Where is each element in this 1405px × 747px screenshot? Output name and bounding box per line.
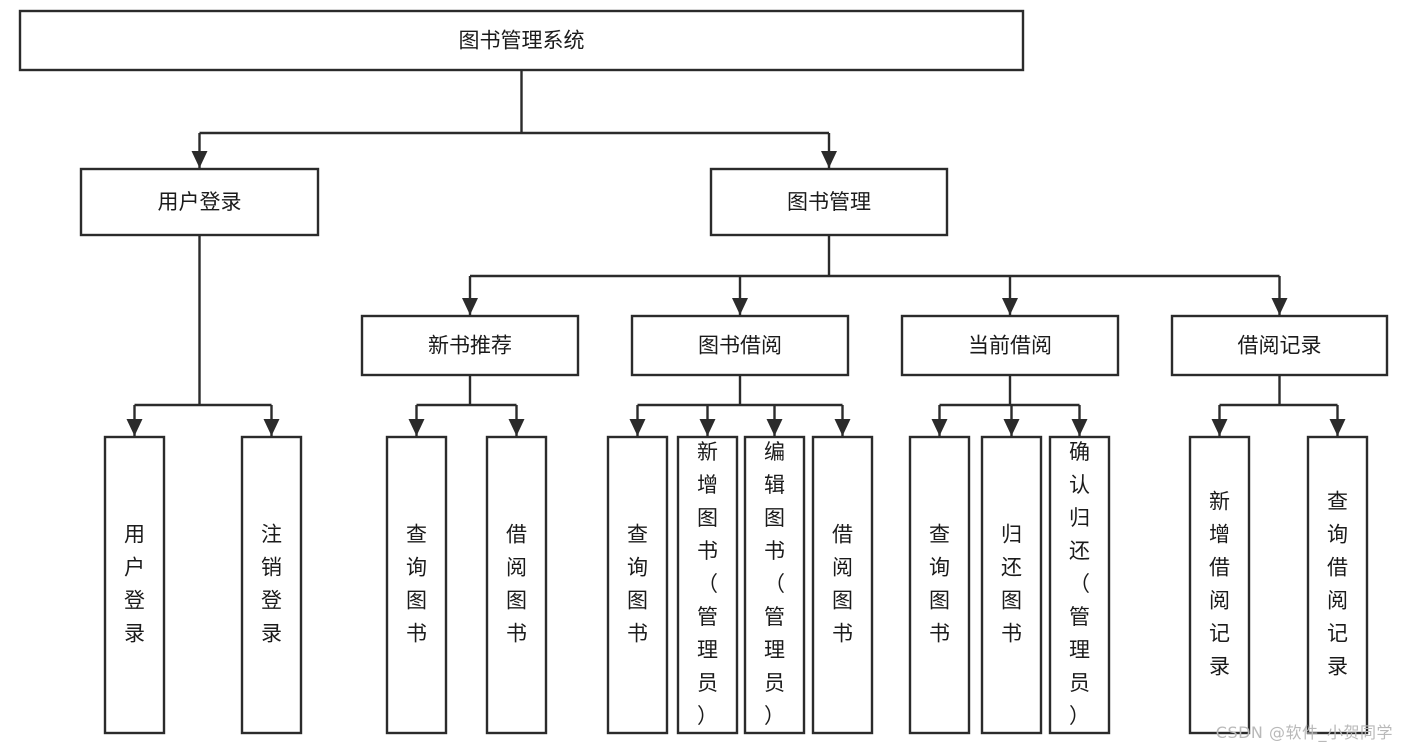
- node-level3-3-rect: [1170, 314, 1389, 377]
- node-leaf-6[interactable]: 编辑图书（管理员）: [743, 435, 806, 735]
- arrow-head-icon: [834, 419, 851, 436]
- node-level3-2[interactable]: 当前借阅: [900, 314, 1120, 377]
- node-leaf-10[interactable]: 确认归还（管理员）: [1048, 435, 1111, 735]
- node-leaf-2-rect: [385, 435, 448, 735]
- arrow-head-icon: [462, 298, 478, 315]
- node-leaf-10-label: 确认归还（管理员）: [1069, 440, 1090, 728]
- node-level2-1[interactable]: 图书管理: [709, 167, 949, 237]
- arrow-head-icon: [1271, 298, 1288, 315]
- node-leaf-12-label: 查询借阅记录: [1327, 490, 1348, 679]
- node-root-图书管理系统-rect: [18, 9, 1025, 72]
- node-leaf-5-rect: [676, 435, 739, 735]
- node-level3-2-rect: [900, 314, 1120, 377]
- node-leaf-4-label: 查询图书: [627, 523, 648, 646]
- node-leaf-12-rect: [1306, 435, 1369, 735]
- arrow-head-icon: [508, 419, 525, 436]
- node-leaf-11-rect: [1188, 435, 1251, 735]
- node-level3-0-rect: [360, 314, 580, 377]
- arrow-head-icon: [699, 419, 716, 436]
- node-leaf-8[interactable]: 查询图书: [908, 435, 971, 735]
- node-level3-1-label: 图书借阅: [698, 334, 782, 358]
- node-leaf-6-label: 编辑图书（管理员）: [764, 440, 785, 728]
- node-leaf-6-rect: [743, 435, 806, 735]
- node-leaf-1[interactable]: 注销登录: [240, 435, 303, 735]
- node-leaf-9-label: 归还图书: [1001, 523, 1022, 646]
- arrow-head-icon: [1329, 419, 1346, 436]
- node-leaf-3-label: 借阅图书: [506, 523, 527, 646]
- node-level3-1[interactable]: 图书借阅: [630, 314, 850, 377]
- node-leaf-1-rect: [240, 435, 303, 735]
- node-leaf-9-rect: [980, 435, 1043, 735]
- node-level2-0-rect: [79, 167, 320, 237]
- node-leaf-9[interactable]: 归还图书: [980, 435, 1043, 735]
- arrow-head-icon: [629, 419, 646, 436]
- node-level2-1-label: 图书管理: [787, 190, 871, 214]
- arrow-head-icon: [766, 419, 783, 436]
- arrow-head-icon: [1002, 298, 1018, 315]
- node-leaf-5-label: 新增图书（管理员）: [697, 440, 718, 728]
- arrow-head-icon: [263, 419, 280, 436]
- node-leaf-7-label: 借阅图书: [832, 523, 853, 646]
- node-layer: 图书管理系统用户登录图书管理新书推荐图书借阅当前借阅借阅记录用户登录注销登录查询…: [18, 9, 1389, 735]
- arrow-head-icon: [931, 419, 948, 436]
- arrow-head-icon: [1003, 419, 1020, 436]
- node-level2-0-label: 用户登录: [158, 190, 242, 214]
- node-leaf-0-rect: [103, 435, 166, 735]
- node-leaf-11-label: 新增借阅记录: [1209, 490, 1230, 679]
- node-leaf-8-label: 查询图书: [929, 523, 950, 646]
- node-leaf-3[interactable]: 借阅图书: [485, 435, 548, 735]
- node-leaf-4-rect: [606, 435, 669, 735]
- arrow-head-icon: [1071, 419, 1088, 436]
- node-leaf-5[interactable]: 新增图书（管理员）: [676, 435, 739, 735]
- node-level3-0-label: 新书推荐: [428, 334, 512, 358]
- node-root-图书管理系统-label: 图书管理系统: [459, 29, 585, 53]
- node-level3-2-label: 当前借阅: [968, 334, 1052, 358]
- node-level2-1-rect: [709, 167, 949, 237]
- node-leaf-2-label: 查询图书: [406, 523, 427, 646]
- connector-layer: [126, 70, 1346, 436]
- node-leaf-0-label: 用户登录: [124, 523, 145, 646]
- node-leaf-11[interactable]: 新增借阅记录: [1188, 435, 1251, 735]
- node-level3-1-rect: [630, 314, 850, 377]
- node-leaf-3-rect: [485, 435, 548, 735]
- arrow-head-icon: [191, 151, 208, 168]
- node-level3-3-label: 借阅记录: [1238, 334, 1322, 358]
- arrow-head-icon: [821, 151, 837, 168]
- arrow-head-icon: [732, 298, 748, 315]
- node-level3-3[interactable]: 借阅记录: [1170, 314, 1389, 377]
- node-level3-0[interactable]: 新书推荐: [360, 314, 580, 377]
- arrow-head-icon: [1211, 419, 1228, 436]
- node-leaf-10-rect: [1048, 435, 1111, 735]
- node-leaf-7[interactable]: 借阅图书: [811, 435, 874, 735]
- node-leaf-12[interactable]: 查询借阅记录: [1306, 435, 1369, 735]
- node-leaf-0[interactable]: 用户登录: [103, 435, 166, 735]
- node-leaf-7-rect: [811, 435, 874, 735]
- node-level2-0[interactable]: 用户登录: [79, 167, 320, 237]
- node-leaf-8-rect: [908, 435, 971, 735]
- arrow-head-icon: [126, 419, 143, 436]
- node-leaf-4[interactable]: 查询图书: [606, 435, 669, 735]
- node-leaf-2[interactable]: 查询图书: [385, 435, 448, 735]
- node-root-图书管理系统[interactable]: 图书管理系统: [18, 9, 1025, 72]
- arrow-head-icon: [408, 419, 425, 436]
- node-leaf-1-label: 注销登录: [261, 523, 282, 646]
